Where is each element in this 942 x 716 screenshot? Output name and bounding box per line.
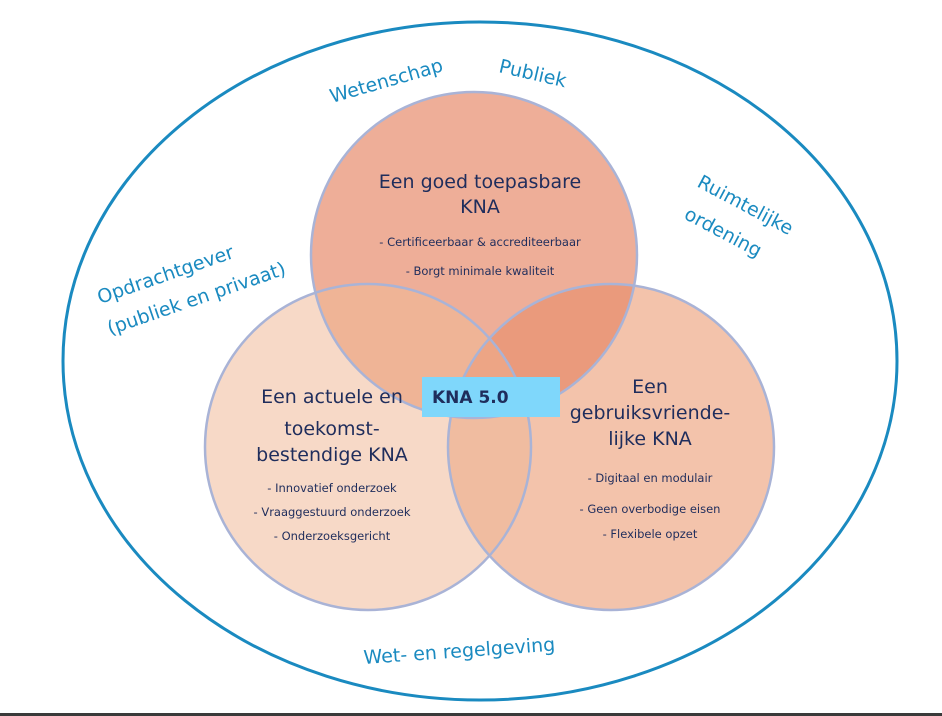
top-circle-bullet-1: - Certificeerbaar & accrediteerbaar [379, 235, 581, 249]
left-circle-bullet-2: - Vraaggestuurd onderzoek [254, 505, 411, 519]
center-badge-label: KNA 5.0 [432, 388, 509, 408]
circle-right-outline [446, 282, 776, 612]
label-wet-regelgeving: Wet- en regelgeving [363, 634, 556, 669]
bottom-border [0, 713, 942, 716]
right-circle-bullet-2: - Geen overbodige eisen [580, 502, 721, 516]
left-circle-title-line2: toekomst- [284, 418, 379, 440]
circle-left-outline [203, 282, 533, 612]
right-circle-bullet-1: - Digitaal en modulair [588, 471, 713, 485]
left-circle-bullet-3: - Onderzoeksgericht [274, 529, 391, 543]
left-circle-title-line3: bestendige KNA [256, 444, 408, 466]
top-circle-title-line2: KNA [460, 196, 500, 218]
outer-context-ellipse [61, 20, 899, 702]
label-publiek: Publiek [497, 55, 569, 92]
right-circle-title-line3: lijke KNA [608, 428, 692, 450]
left-circle-title-line1: Een actuele en [261, 386, 403, 408]
top-circle-bullet-2: - Borgt minimale kwaliteit [406, 264, 555, 278]
top-circle-title-line1: Een goed toepasbare [379, 171, 581, 193]
right-circle-bullet-3: - Flexibele opzet [603, 527, 698, 541]
right-circle-title-line2: gebruiksvriende- [570, 402, 731, 424]
overlap-top-left [311, 284, 531, 418]
left-circle-bullet-1: - Innovatief onderzoek [267, 481, 397, 495]
overlap-top-right [448, 284, 637, 418]
center-badge [422, 377, 560, 417]
circle-top-outline [309, 90, 639, 420]
right-circle-title-line1: Een [632, 376, 668, 398]
